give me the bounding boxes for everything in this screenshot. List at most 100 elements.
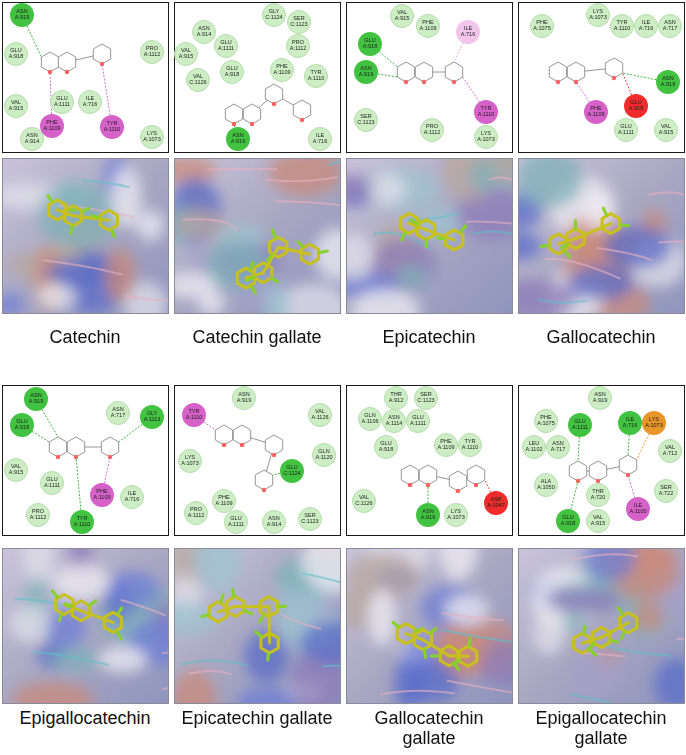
residue-label: GLY C:1124: [264, 9, 284, 21]
residue-label: GLN A:1120: [314, 449, 334, 461]
residue-label: LYS A:1073: [142, 131, 162, 143]
residue-label: VAL A:915: [392, 10, 412, 22]
residue-circle: ILE A:716: [308, 127, 332, 151]
residue-label: PRO A:1112: [288, 40, 308, 52]
residue-label: GLU A:918: [6, 48, 26, 60]
residue-circle: LEU A:1102: [522, 435, 546, 459]
residue-circle: VAL A:915: [4, 458, 28, 482]
residue-circle: GLU A:918: [10, 413, 34, 437]
residue-label: ASN A:919: [12, 9, 32, 21]
compound-name: Catechin gallate: [174, 328, 340, 348]
residue-circle: ASP A:1047: [484, 491, 508, 515]
residue-circle: ASN A:919: [416, 503, 440, 527]
panel-frame: [519, 3, 685, 153]
residue-label: LYS A:1073: [644, 417, 664, 429]
residue-label: ASN A:914: [264, 516, 284, 528]
ligand-sticks: [237, 230, 327, 293]
ligand-2d: [401, 465, 484, 493]
residue-label: GLU A:918: [360, 38, 380, 50]
residue-circle: PHE A:1109: [434, 433, 458, 457]
surface-view: [518, 548, 685, 704]
surface-view: [518, 158, 685, 314]
residue-circle: VAL A:915: [174, 42, 198, 66]
residue-circle: LYS A:1073: [586, 3, 610, 27]
surface-view: [2, 158, 169, 314]
residue-label: GLU A:1111: [616, 124, 636, 136]
residue-circle: LYS A:1073: [178, 449, 202, 473]
residue-circle: PRO A:1112: [286, 34, 310, 58]
residue-circle: GLU A:918: [220, 60, 244, 84]
surface-view: [346, 158, 513, 314]
panel-frame: [347, 386, 513, 536]
residue-circle: ASN A:919: [24, 387, 48, 411]
residue-label: PRO A:1112: [186, 507, 206, 519]
panel-frame: [3, 386, 169, 536]
residue-label: ASN A:1114: [384, 415, 404, 427]
residue-circle: GLU A:918: [624, 94, 648, 118]
residue-label: GLY A:1113: [142, 411, 162, 423]
interaction-lines: [27, 26, 656, 510]
residue-circle: PHE A:1109: [90, 483, 114, 507]
residue-circle: ASN A:1114: [382, 409, 406, 433]
residue-circle: SER C:1123: [354, 108, 378, 132]
residue-circle: LYS A:1073: [474, 125, 498, 149]
residue-circle: ASN A:717: [106, 401, 130, 425]
residue-circle: TYR A:1110: [182, 403, 206, 427]
residue-circle: VAL A:1126: [308, 403, 332, 427]
residue-circle: ASN A:914: [192, 20, 216, 44]
residue-circle: PRO A:1112: [140, 40, 164, 64]
residue-label: SER C:1123: [356, 114, 376, 126]
residue-circle: GLU A:918: [358, 32, 382, 56]
residue-circle: GLN A:1120: [312, 443, 336, 467]
residue-circle: PHE A:1109: [270, 58, 294, 82]
residue-label: PHE A:1109: [42, 120, 62, 132]
residue-circle: ASN A:919: [226, 127, 250, 151]
residue-label: TYR A:1110: [460, 439, 480, 451]
residue-circle: ILE A:716: [618, 411, 642, 435]
residue-circle: PHE A:1109: [584, 100, 608, 124]
panel-frame: [175, 386, 341, 536]
residue-label: SER C:1123: [289, 16, 309, 28]
residue-label: LYS A:1073: [446, 509, 466, 521]
residue-label: PHE A:1075: [532, 20, 552, 32]
residue-label: PHE A:1109: [92, 489, 112, 501]
residue-circle: GLU A:1111: [568, 413, 592, 437]
residue-circle: TYR A:1110: [474, 100, 498, 124]
residue-label: VAL A:915: [656, 124, 676, 136]
residue-circle: SER C:1123: [414, 386, 438, 410]
residue-label: SER C:1123: [416, 392, 436, 404]
residue-label: ASN A:919: [234, 392, 254, 404]
residue-label: ASP A:1047: [486, 497, 506, 509]
residue-label: TYR A:1110: [612, 20, 632, 32]
residue-circle: GLU A:1111: [614, 118, 638, 142]
residue-label: VAL A:712: [660, 445, 680, 457]
residue-circle: PHE A:1075: [530, 14, 554, 38]
residue-label: ILE A:716: [620, 417, 640, 429]
residue-label: GLU A:1111: [570, 419, 590, 431]
residue-label: ASN A:914: [194, 26, 214, 38]
residue-label: ASN A:919: [26, 393, 46, 405]
residue-label: ASN A:919: [356, 66, 376, 78]
ligand-sticks: [541, 208, 629, 257]
compound-name: Epicatechin: [346, 328, 512, 348]
residue-label: VAL A:915: [176, 48, 196, 60]
surface-view: [174, 548, 341, 704]
residue-label: GLU A:918: [376, 441, 396, 453]
residue-circle: VAL C:1126: [352, 489, 376, 513]
ligand-2d: [569, 455, 636, 483]
residue-circle: ILE A:716: [634, 14, 658, 38]
residue-circle: GLU A:1111: [406, 409, 430, 433]
residue-label: ILE A:716: [122, 491, 142, 503]
residue-label: PHE A:1109: [214, 495, 234, 507]
residue-circle: ILE A:716: [78, 90, 102, 114]
residue-circle: PHE A:1109: [416, 14, 440, 38]
residue-circle: GLY C:1124: [262, 3, 286, 27]
residue-circle: TYR A:1110: [458, 433, 482, 457]
residue-label: ASN A:919: [590, 392, 610, 404]
residue-circle: LYS A:1073: [140, 125, 164, 149]
residue-circle: GLN A:1106: [358, 407, 382, 431]
residue-circle: GLU A:918: [374, 435, 398, 459]
ligand-2d: [225, 84, 310, 126]
residue-circle: PRO A:1112: [184, 501, 208, 525]
